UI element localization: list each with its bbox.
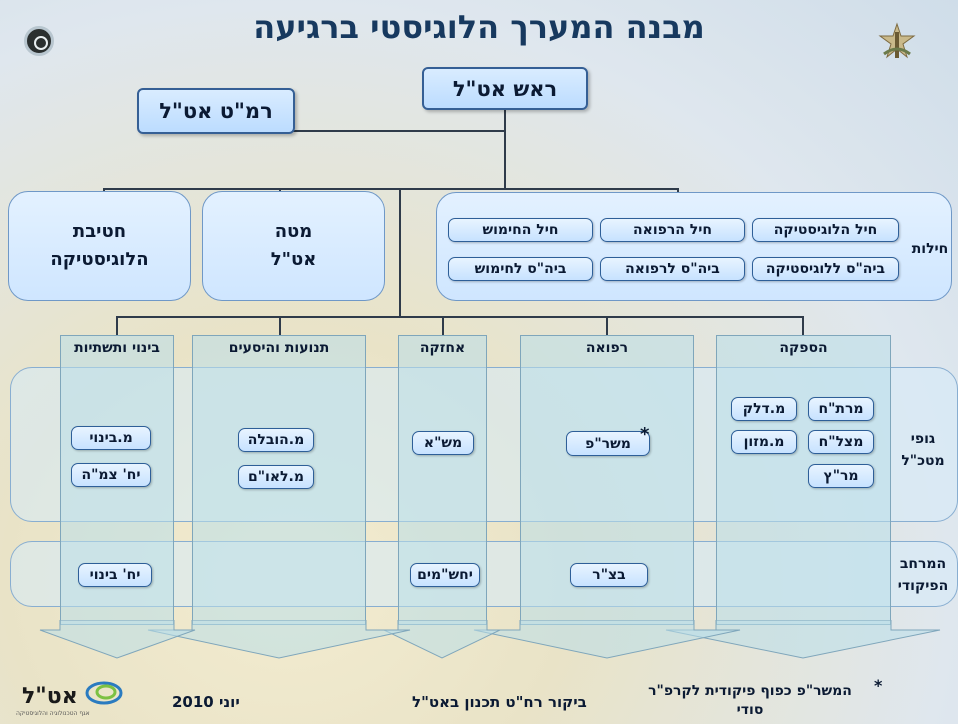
logistics-brigade-box[interactable]: חטיבת הלוגיסטיקה bbox=[8, 191, 191, 301]
unit-box[interactable]: מ.דלק bbox=[731, 397, 797, 421]
corps-item[interactable]: ביה"ס ללוגיסטיקה bbox=[752, 257, 899, 281]
footer-center: ביקור רח"ט תכנון באט"ל bbox=[412, 693, 587, 711]
logo-text: אט"ל bbox=[22, 684, 78, 709]
connector-line bbox=[504, 108, 506, 188]
unit-box[interactable]: מש"א bbox=[412, 431, 474, 455]
corps-item[interactable]: חיל הרפואה bbox=[600, 218, 745, 242]
unit-box[interactable]: יח' בינוי bbox=[78, 563, 152, 587]
column-head-maintenance: אחזקה bbox=[419, 340, 466, 356]
connector-line bbox=[116, 316, 118, 336]
connector-line bbox=[606, 316, 608, 336]
left-emblem-icon bbox=[24, 26, 54, 56]
column-head-construction: בינוי ותשתיות bbox=[74, 340, 160, 356]
unit-box[interactable]: מ.בינוי bbox=[71, 426, 151, 450]
connector-line bbox=[103, 188, 679, 190]
corps-panel bbox=[436, 192, 952, 301]
connector-line bbox=[116, 316, 804, 318]
corps-item[interactable]: חיל החימוש bbox=[448, 218, 593, 242]
connector-line bbox=[282, 130, 504, 132]
staff-box[interactable]: מטה אט"ל bbox=[202, 191, 385, 301]
unit-box[interactable]: יחש"מים bbox=[410, 563, 480, 587]
connector-line bbox=[442, 316, 444, 336]
command-area-label: המרחב הפיקודי bbox=[897, 556, 949, 594]
corps-item[interactable]: ביה"ס לרפואה bbox=[600, 257, 745, 281]
unit-box[interactable]: משר"פ bbox=[566, 431, 650, 456]
unit-box[interactable]: מ.מזון bbox=[731, 430, 797, 454]
connector-line bbox=[802, 316, 804, 336]
unit-box[interactable]: בצ"ר bbox=[570, 563, 648, 587]
connector-line bbox=[399, 188, 401, 316]
general-staff-label: גופי מטכ"ל bbox=[901, 431, 945, 469]
corps-item[interactable]: ביה"ס לחימוש bbox=[448, 257, 593, 281]
corps-item[interactable]: חיל הלוגיסטיקה bbox=[752, 218, 899, 242]
unit-box[interactable]: מרת"ח bbox=[808, 397, 874, 421]
column-arrows bbox=[39, 620, 941, 659]
column-head-medical: רפואה bbox=[585, 340, 629, 356]
idf-emblem-icon bbox=[876, 22, 918, 64]
corps-label: חילות bbox=[911, 241, 949, 257]
unit-box[interactable]: מצל"ח bbox=[808, 430, 874, 454]
head-box[interactable]: ראש אט"ל bbox=[422, 67, 588, 110]
unit-box[interactable]: מ.לאו"ם bbox=[238, 465, 314, 489]
logo-subtext: אגף הטכנולוגיה והלוגיסטיקה bbox=[16, 710, 90, 717]
unit-box[interactable]: מ.הובלה bbox=[238, 428, 314, 452]
unit-box[interactable]: מר"ץ bbox=[808, 464, 874, 488]
asterisk-mark: * bbox=[640, 424, 650, 445]
column-head-supply: הספקה bbox=[779, 340, 828, 356]
footer-date: יוני 2010 bbox=[172, 693, 240, 711]
column-head-transport: תנועות והיסעים bbox=[228, 340, 330, 356]
footer-asterisk: * bbox=[874, 676, 883, 695]
logo-swoosh-icon bbox=[85, 681, 123, 705]
connector-line bbox=[279, 316, 281, 336]
atal-logo: אט"ל אגף הטכנולוגיה והלוגיסטיקה bbox=[12, 680, 132, 720]
unit-box[interactable]: יח' צמ"ה bbox=[71, 463, 151, 487]
deputy-box[interactable]: רמ"ט אט"ל bbox=[137, 88, 295, 134]
footer-note: המשר"פ כפוף פיקודית לקרפ"ר סודי bbox=[648, 683, 852, 718]
page-title: מבנה המערך הלוגיסטי ברגיעה bbox=[253, 8, 705, 46]
